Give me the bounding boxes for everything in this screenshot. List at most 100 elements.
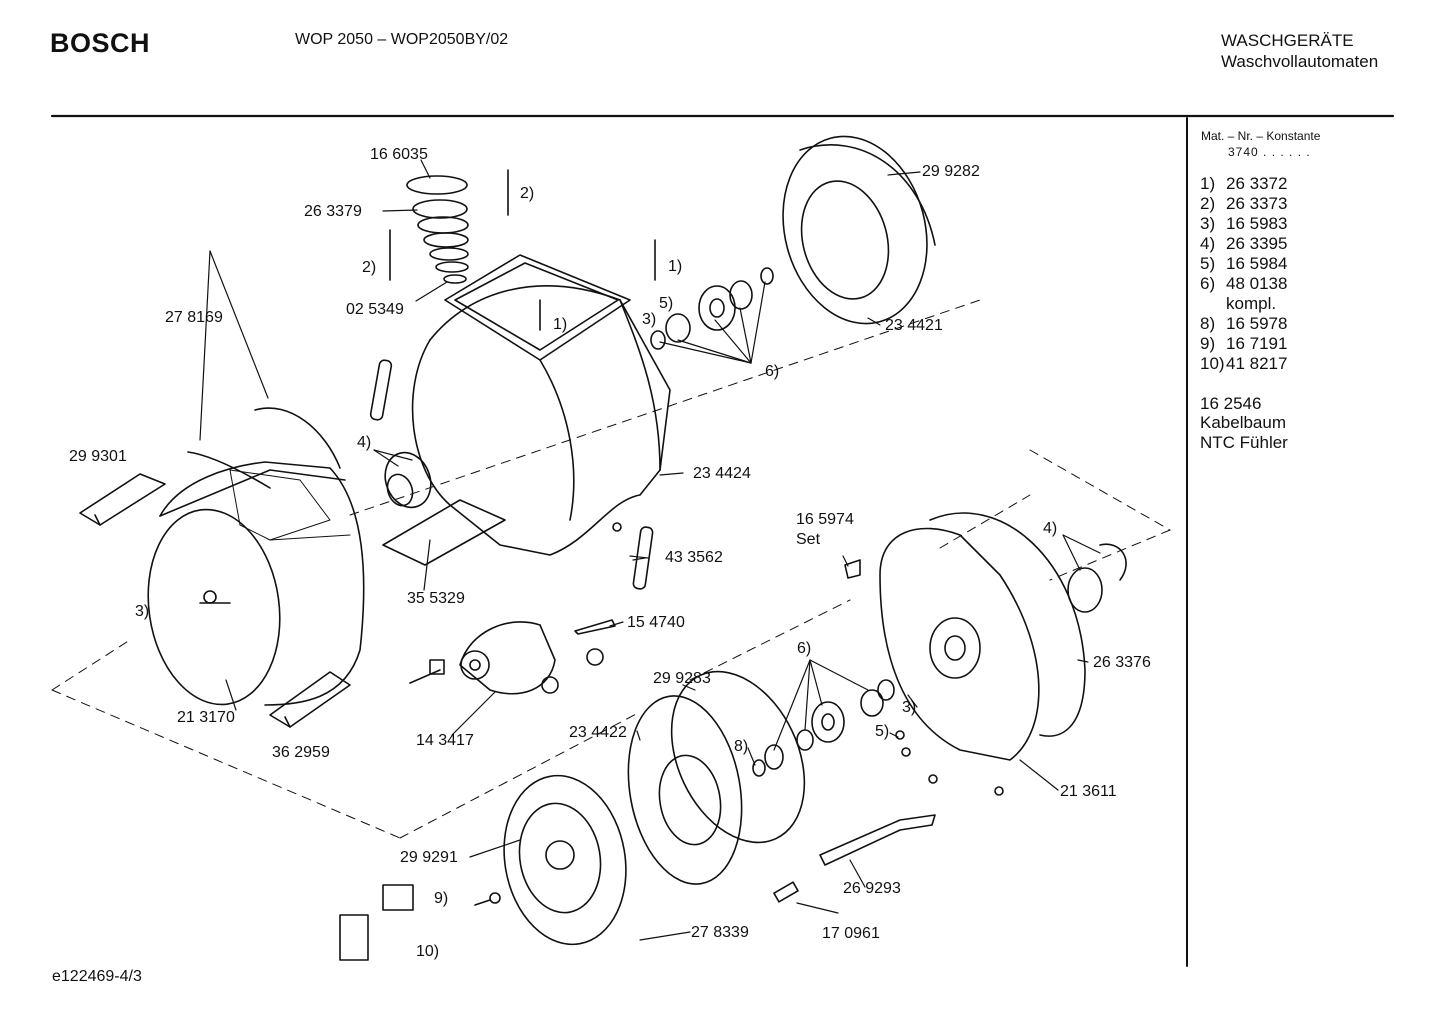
row-num: 6) — [1200, 274, 1216, 293]
label-269293: 26 9293 — [843, 880, 901, 897]
label-433562: 43 3562 — [665, 549, 723, 566]
label-166035: 16 6035 — [370, 146, 428, 163]
row-num: 8) — [1200, 314, 1216, 333]
heater-plate — [382, 499, 506, 566]
brand-logo: BOSCH — [50, 28, 151, 58]
label-drum-3b: 3) — [135, 603, 150, 620]
front-cover-234422 — [627, 695, 743, 885]
label-seal-3a: 3) — [642, 311, 657, 328]
seal-8 — [752, 759, 766, 777]
dashed-plane-outline — [51, 299, 1171, 839]
sidebar-row: 6) 48 0138 — [1200, 274, 1287, 294]
row-num: 9) — [1200, 334, 1216, 353]
label-299282: 29 9282 — [922, 163, 980, 180]
label-154740: 15 4740 — [627, 614, 685, 631]
category-title: WASCHGERÄTE — [1221, 31, 1354, 50]
row-num: 5) — [1200, 254, 1216, 273]
row-num: 3) — [1200, 214, 1216, 233]
label-278339: 27 8339 — [691, 924, 749, 941]
label-seal-3c: 3) — [902, 699, 917, 716]
row-value: 16 5983 — [1226, 214, 1288, 233]
label-263376: 26 3376 — [1093, 654, 1151, 671]
sidebar-extra-name: Kabelbaum — [1200, 413, 1287, 432]
sidebar-row: 10)41 8217 — [1200, 354, 1287, 374]
sidebar-row: 3) 16 5983 — [1200, 214, 1287, 234]
label-spring-1a: 1) — [668, 258, 683, 275]
hose-clamp — [406, 175, 468, 195]
label-299283: 29 9283 — [653, 670, 711, 687]
leader-lines — [199, 159, 1101, 941]
front-ring-299283 — [670, 670, 806, 844]
sidebar-row: 9) 16 7191 — [1200, 334, 1287, 354]
row-num: 10) — [1200, 354, 1225, 373]
label-362959: 36 2959 — [272, 744, 330, 761]
label-seal-5b: 5) — [875, 723, 890, 740]
row-value: 26 3372 — [1226, 174, 1288, 193]
label-213170: 21 3170 — [177, 709, 235, 726]
row-value: 48 0138 — [1226, 274, 1288, 293]
row-value: 16 5978 — [1226, 314, 1288, 333]
front-tub-part — [879, 512, 1086, 761]
sidebar-row: 8) 16 5978 — [1200, 314, 1287, 334]
clip-9 — [382, 884, 414, 911]
sidebar-row: 5) 16 5984 — [1200, 254, 1287, 274]
row-value: 16 5984 — [1226, 254, 1288, 273]
screw-154740 — [574, 619, 616, 635]
label-234421: 23 4421 — [885, 317, 943, 334]
sidebar-row: 2)26 3373 — [1200, 194, 1287, 214]
label-263379: 26 3379 — [304, 203, 362, 220]
sidebar-extra-part: 16 2546 — [1200, 394, 1262, 413]
drum-part — [147, 461, 365, 706]
label-278169: 27 8169 — [165, 309, 223, 326]
label-234422: 23 4422 — [569, 724, 627, 741]
back-cover-part — [782, 135, 936, 325]
shock-absorber-left — [369, 359, 393, 421]
ntc-sensor — [773, 881, 799, 903]
label-seal-4a: 4) — [357, 434, 372, 451]
label-299291: 29 9291 — [400, 849, 458, 866]
row-value: 26 3395 — [1226, 234, 1288, 253]
label-clip-10: 10) — [416, 943, 440, 960]
label-355329: 35 5329 — [407, 590, 465, 607]
sidebar-constant: 3740 . . . . . . — [1228, 145, 1311, 159]
counterweight-362959 — [269, 671, 351, 728]
seal-5a — [665, 313, 691, 343]
motor-part — [409, 621, 556, 695]
row-num: 4) — [1200, 234, 1216, 253]
row-value: kompl. — [1226, 294, 1277, 313]
label-213611: 21 3611 — [1060, 783, 1117, 800]
heater-element — [819, 814, 936, 866]
document-code: e122469-4/3 — [52, 968, 142, 985]
label-spring-2b: 2) — [362, 259, 377, 276]
label-234424: 23 4424 — [693, 465, 751, 482]
clip-10 — [339, 914, 369, 961]
label-set: Set — [796, 531, 821, 548]
category-subtitle: Waschvollautomaten — [1221, 52, 1379, 71]
label-025349: 02 5349 — [346, 301, 404, 318]
label-spring-1b: 1) — [553, 316, 568, 333]
label-bearing-6b: 6) — [797, 640, 812, 657]
label-seal-4b: 4) — [1043, 520, 1058, 537]
sidebar-row: 1) 26 3372 — [1200, 174, 1287, 194]
label-seal-5a: 5) — [659, 295, 674, 312]
bracket-arc — [254, 407, 341, 469]
door-ring-278339 — [503, 774, 627, 946]
sidebar-row: 4) 26 3395 — [1200, 234, 1287, 254]
bearing-6b — [811, 701, 845, 743]
seal-3a — [650, 330, 666, 350]
row-num: 1) — [1200, 174, 1216, 193]
tub-rear-part — [411, 254, 671, 556]
bearing-6a — [698, 285, 736, 331]
bellows-hose — [412, 199, 469, 284]
label-165974: 16 5974 — [796, 511, 854, 528]
model-title: WOP 2050 – WOP2050BY/02 — [295, 31, 509, 48]
label-170961: 17 0961 — [822, 925, 880, 942]
label-seal-8: 8) — [734, 738, 749, 755]
counterweight-299301 — [79, 473, 166, 526]
label-bearing-6a: 6) — [765, 363, 780, 380]
label-clip-9: 9) — [434, 890, 449, 907]
sidebar-extra-sensor: NTC Fühler — [1200, 433, 1288, 452]
label-299301: 29 9301 — [69, 448, 127, 465]
row-value: 16 7191 — [1226, 334, 1288, 353]
